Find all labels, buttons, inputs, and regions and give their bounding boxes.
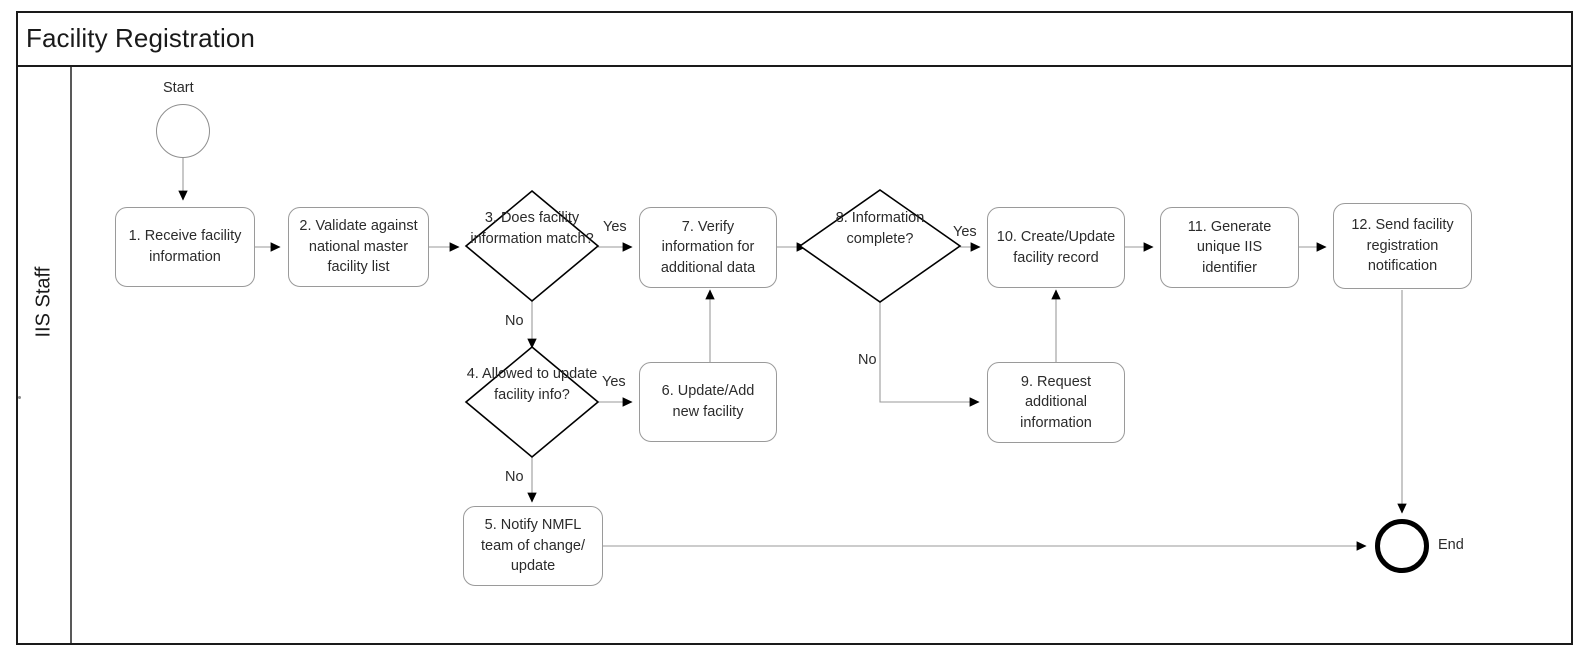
task-6-update-add-new-facility[interactable]: 6. Update/Add new facility (639, 362, 777, 442)
end-event[interactable] (1375, 519, 1429, 573)
end-event-label: End (1438, 537, 1464, 553)
page-title: Facility Registration (26, 23, 255, 53)
task-label: 12. Send facility registration notificat… (1351, 217, 1454, 275)
task-label: 5. Notify NMFL team of change/ update (481, 517, 585, 575)
edge-label-3-no: No (505, 313, 524, 329)
task-label: 9. Request additional information (1020, 373, 1092, 431)
task-label: 10. Create/Update facility record (996, 228, 1116, 266)
lane-divider (70, 67, 72, 643)
task-label: 2. Validate against national master faci… (299, 218, 418, 276)
edge-label-4-no: No (505, 469, 524, 485)
edge-label-4-yes: Yes (602, 374, 626, 390)
pool-header (16, 11, 1573, 67)
task-10-create-update-facility-record[interactable]: 10. Create/Update facility record (987, 207, 1125, 288)
lane-label-iis-staff: IIS Staff (32, 266, 55, 338)
start-event[interactable] (156, 104, 210, 158)
task-2-validate-against-national-master-facility-list[interactable]: 2. Validate against national master faci… (288, 207, 429, 287)
task-label: 1. Receive facility information (128, 228, 242, 265)
task-9-request-additional-information[interactable]: 9. Request additional information (987, 362, 1125, 443)
task-12-send-facility-registration-notification[interactable]: 12. Send facility registration notificat… (1333, 203, 1472, 289)
task-label: 11. Generate unique IIS identifier (1187, 218, 1272, 276)
task-11-generate-unique-iis-identifier[interactable]: 11. Generate unique IIS identifier (1160, 207, 1299, 288)
task-label: 6. Update/Add new facility (661, 383, 755, 420)
pool-frame (16, 11, 1573, 645)
stray-dot-artifact (18, 396, 21, 399)
task-1-receive-facility-information[interactable]: 1. Receive facility information (115, 207, 255, 287)
task-7-verify-information-for-additional-data[interactable]: 7. Verify information for additional dat… (639, 207, 777, 288)
task-5-notify-nmfl-team[interactable]: 5. Notify NMFL team of change/ update (463, 506, 603, 586)
edge-label-3-yes: Yes (603, 219, 627, 235)
edge-label-8-yes: Yes (953, 224, 977, 240)
task-label: 7. Verify information for additional dat… (660, 218, 756, 276)
start-event-label: Start (163, 80, 194, 96)
edge-label-8-no: No (858, 352, 877, 368)
